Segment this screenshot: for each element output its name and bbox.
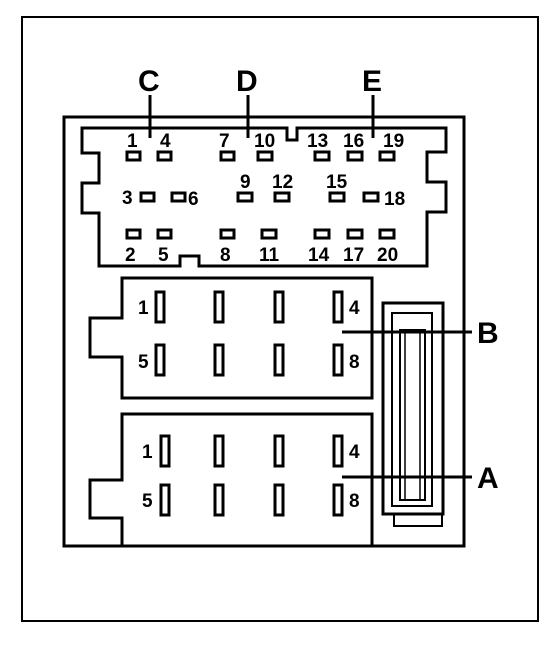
b-pin-1 (154, 290, 166, 324)
b-pin-7 (273, 343, 285, 377)
pin-12-label: 12 (272, 172, 293, 193)
b-pin-6 (213, 343, 225, 377)
pin-19-box (378, 150, 396, 162)
pin-10-label: 10 (254, 131, 275, 152)
pin-16-label: 16 (343, 131, 364, 152)
pin-16-box (346, 150, 364, 162)
pin-4-label: 4 (160, 131, 171, 152)
pin-8-label: 8 (220, 245, 231, 266)
latch-core (399, 329, 426, 501)
pin-17-label: 17 (343, 245, 364, 266)
pin-6-box (170, 191, 187, 203)
a-pin-4-label: 4 (349, 442, 360, 463)
b-pin-1-label: 1 (138, 298, 149, 319)
b-pin-4 (332, 290, 344, 324)
pin-11-box (260, 228, 278, 240)
a-pin-6 (213, 483, 225, 517)
pin-15-label: 15 (326, 172, 348, 193)
pin-13-box (313, 150, 331, 162)
latch-inner (391, 312, 433, 507)
label-c: C (138, 65, 160, 98)
a-pin-5-label: 5 (142, 491, 153, 512)
pin-14-box (313, 228, 331, 240)
pin-8-box (219, 228, 236, 240)
label-d: D (236, 65, 258, 98)
b-pin-2 (213, 290, 225, 324)
a-pin-2 (213, 434, 225, 468)
pin-14-label: 14 (308, 245, 330, 266)
b-pin-8 (332, 343, 344, 377)
top-connector-outline (80, 126, 448, 268)
pin-3-label: 3 (122, 188, 133, 209)
pin-18-label: 18 (384, 189, 405, 210)
pin-3-box (139, 191, 156, 203)
pin-9-box (236, 191, 254, 203)
b-pin-5 (154, 343, 166, 377)
pin-20-label: 20 (377, 245, 398, 266)
pin-20-box (378, 228, 396, 240)
connector-b-outline (88, 276, 374, 400)
pin-10-box (256, 150, 274, 162)
pin-7-label: 7 (219, 131, 230, 152)
housing-outline (62, 115, 466, 548)
pin-11-label: 11 (259, 245, 280, 266)
b-pin-3 (273, 290, 285, 324)
a-pin-8 (332, 483, 344, 517)
pin-19-label: 19 (383, 131, 404, 152)
pin-18-box (362, 191, 380, 203)
connector-b-pins (154, 290, 344, 377)
label-a: A (477, 462, 499, 495)
pin-4-box (156, 150, 173, 162)
pin-2-label: 2 (125, 245, 136, 266)
pin-9-label: 9 (240, 172, 251, 193)
b-pin-4-label: 4 (349, 298, 360, 319)
a-pin-3 (273, 434, 285, 468)
pin-5-label: 5 (158, 245, 169, 266)
pin-6-label: 6 (188, 189, 199, 210)
label-e: E (362, 65, 382, 98)
outer-frame (21, 16, 539, 622)
b-pin-8-label: 8 (349, 352, 360, 373)
pin-15-box (328, 191, 346, 203)
connector-a-pins (159, 434, 344, 517)
a-pin-5 (159, 483, 171, 517)
pin-17-box (346, 228, 364, 240)
pin-2-box (125, 228, 142, 240)
latch-tab (393, 513, 443, 527)
a-pin-7 (273, 483, 285, 517)
connector-a-outline (88, 412, 374, 548)
pin-5-box (156, 228, 173, 240)
b-pin-5-label: 5 (138, 352, 149, 373)
a-pin-1 (159, 434, 171, 468)
pin-1-label: 1 (127, 131, 138, 152)
middle-row-pins (139, 191, 380, 203)
pin-12-box (273, 191, 291, 203)
a-pin-4 (332, 434, 344, 468)
bottom-row-pins (125, 228, 396, 240)
a-pin-8-label: 8 (349, 491, 360, 512)
pin-1-box (125, 150, 142, 162)
label-b: B (477, 317, 499, 350)
pin-7-box (219, 150, 236, 162)
a-pin-1-label: 1 (142, 442, 153, 463)
pin-13-label: 13 (307, 131, 328, 152)
side-latch (381, 301, 445, 527)
top-row-pins (125, 150, 396, 162)
